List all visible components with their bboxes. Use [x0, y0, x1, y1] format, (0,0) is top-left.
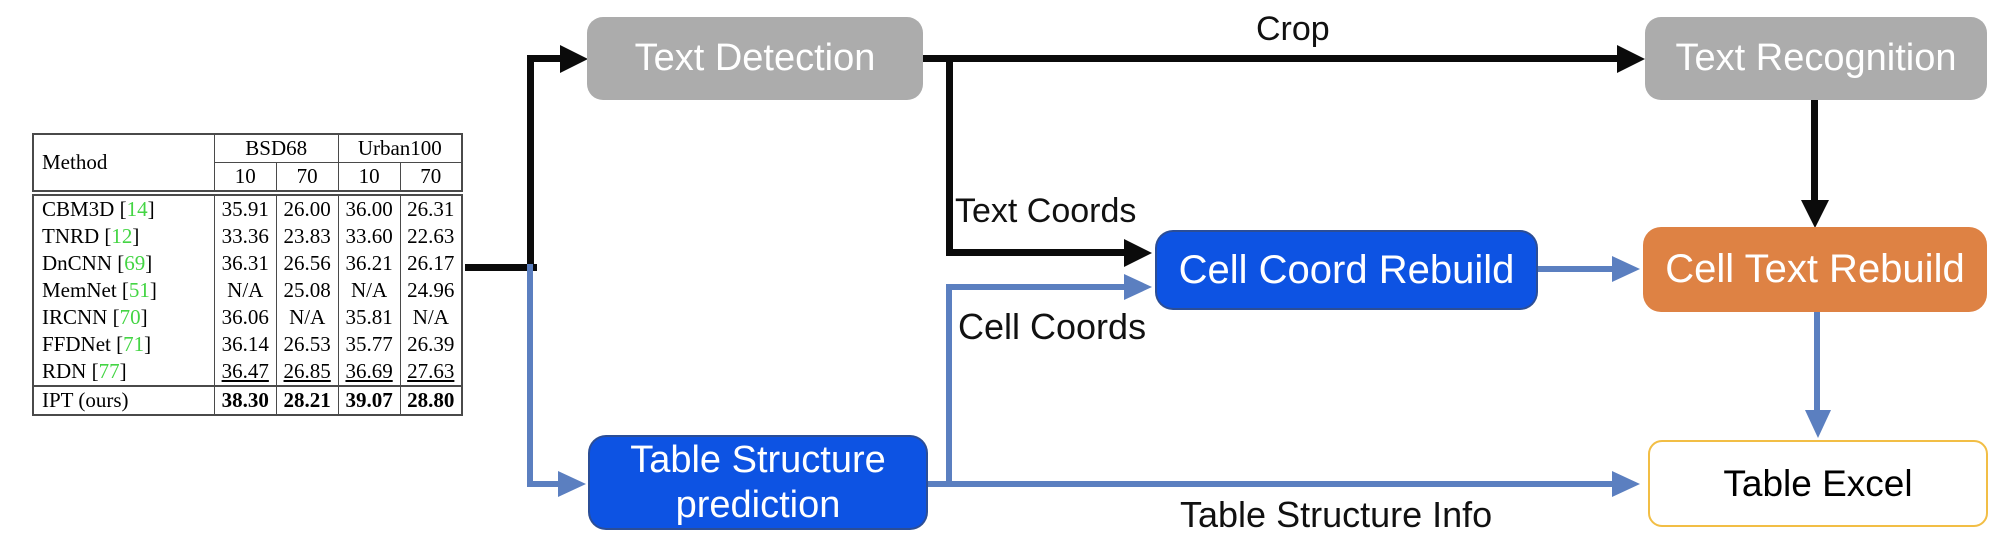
value-cell: 33.36	[213, 223, 277, 250]
arrowhead-coord-to-text-rebuild	[1612, 256, 1640, 282]
table-sub-header: 10	[337, 162, 401, 193]
edge-coord-to-text-rebuild	[1538, 266, 1612, 272]
value-cell: 36.00	[337, 193, 401, 223]
value-cell: 24.96	[399, 277, 463, 304]
citation-number: 14	[126, 197, 148, 221]
value-cell: 26.53	[275, 331, 339, 358]
value-cell: 26.39	[399, 331, 463, 358]
arrowhead-to-table-excel	[1612, 471, 1640, 497]
value-cell: 35.91	[213, 193, 277, 223]
value-cell: 28.21	[275, 385, 339, 415]
value-cell: 36.21	[337, 250, 401, 277]
edge-to-text-detection	[527, 55, 563, 62]
arrowhead-to-text-detection	[560, 45, 588, 73]
edge-cell-coords-horizontal	[946, 284, 1124, 290]
edge-text-coords-horizontal	[946, 249, 1124, 256]
method-cell: TNRD [12]	[32, 223, 215, 250]
method-cell: FFDNet [71]	[32, 331, 215, 358]
method-cell: RDN [77]	[32, 358, 215, 386]
value-cell: 36.69	[337, 358, 401, 386]
results-table-header: Method BSD68 Urban100 10 70 10 70	[32, 134, 463, 193]
value-cell: 26.17	[399, 250, 463, 277]
text-recognition-node: Text Recognition	[1645, 17, 1987, 100]
method-cell: MemNet [51]	[32, 277, 215, 304]
cell-coords-label: Cell Coords	[958, 306, 1147, 347]
method-cell: IPT (ours)	[32, 385, 215, 415]
cell-coord-rebuild-node: Cell Coord Rebuild	[1155, 230, 1538, 310]
table-excel-node: Table Excel	[1648, 440, 1988, 527]
table-sub-header: 70	[275, 162, 339, 193]
citation-number: 12	[111, 224, 133, 248]
value-cell: 36.14	[213, 331, 277, 358]
value-cell: N/A	[399, 304, 463, 331]
value-cell: 35.77	[337, 331, 401, 358]
table-group-header-urban100: Urban100	[337, 134, 463, 163]
citation-number: 51	[128, 278, 150, 302]
arrowhead-cell-coords	[1124, 274, 1152, 300]
value-cell: 26.85	[275, 358, 339, 386]
text-detection-node: Text Detection	[587, 17, 923, 100]
value-cell: 26.31	[399, 193, 463, 223]
value-cell: 26.00	[275, 193, 339, 223]
edge-table-stem	[465, 264, 537, 271]
edge-crop	[923, 55, 1617, 62]
arrowhead-text-coords	[1124, 239, 1152, 267]
edge-text-rebuild-down	[1814, 312, 1820, 410]
table-structure-info-label: Table Structure Info	[1180, 494, 1493, 535]
arrowhead-crop	[1617, 45, 1645, 73]
table-structure-prediction-node: Table Structure prediction	[588, 435, 928, 530]
value-cell: 36.31	[213, 250, 277, 277]
method-cell: DnCNN [69]	[32, 250, 215, 277]
cell-text-rebuild-node: Cell Text Rebuild	[1643, 227, 1987, 312]
results-table: Method BSD68 Urban100 10 70 10 70 CBM3D …	[32, 133, 463, 416]
text-coords-label: Text Coords	[955, 192, 1137, 230]
value-cell: 39.07	[337, 385, 401, 415]
edge-text-coords-vertical	[946, 55, 953, 255]
value-cell: 38.30	[213, 385, 277, 415]
arrowhead-recognition-down	[1801, 200, 1829, 228]
value-cell: N/A	[337, 277, 401, 304]
value-cell: 36.06	[213, 304, 277, 331]
table-sub-header: 70	[399, 162, 463, 193]
value-cell: 23.83	[275, 223, 339, 250]
edge-cell-coords-riser	[946, 284, 952, 487]
value-cell: 25.08	[275, 277, 339, 304]
table-sub-header: 10	[213, 162, 277, 193]
value-cell: 35.81	[337, 304, 401, 331]
value-cell: 33.60	[337, 223, 401, 250]
edge-to-structure-prediction	[527, 481, 560, 487]
table-corner-header: Method	[32, 134, 215, 193]
citation-number: 70	[119, 305, 141, 329]
arrowhead-text-rebuild-down	[1805, 410, 1831, 438]
crop-label: Crop	[1256, 10, 1330, 48]
value-cell: 36.47	[213, 358, 277, 386]
value-cell: 28.80	[399, 385, 463, 415]
table-group-header-bsd68: BSD68	[213, 134, 339, 163]
value-cell: N/A	[213, 277, 277, 304]
value-cell: 22.63	[399, 223, 463, 250]
edge-structure-info	[928, 481, 1612, 487]
edge-recognition-down	[1811, 100, 1818, 200]
value-cell: 26.56	[275, 250, 339, 277]
citation-number: 69	[124, 251, 146, 275]
value-cell: 27.63	[399, 358, 463, 386]
method-cell: IRCNN [70]	[32, 304, 215, 331]
citation-number: 77	[98, 359, 120, 383]
method-cell: CBM3D [14]	[32, 193, 215, 223]
edge-branch-down	[527, 264, 533, 487]
value-cell: N/A	[275, 304, 339, 331]
arrowhead-to-structure-prediction	[558, 471, 586, 497]
edge-branch-up	[527, 55, 534, 271]
citation-number: 71	[123, 332, 145, 356]
